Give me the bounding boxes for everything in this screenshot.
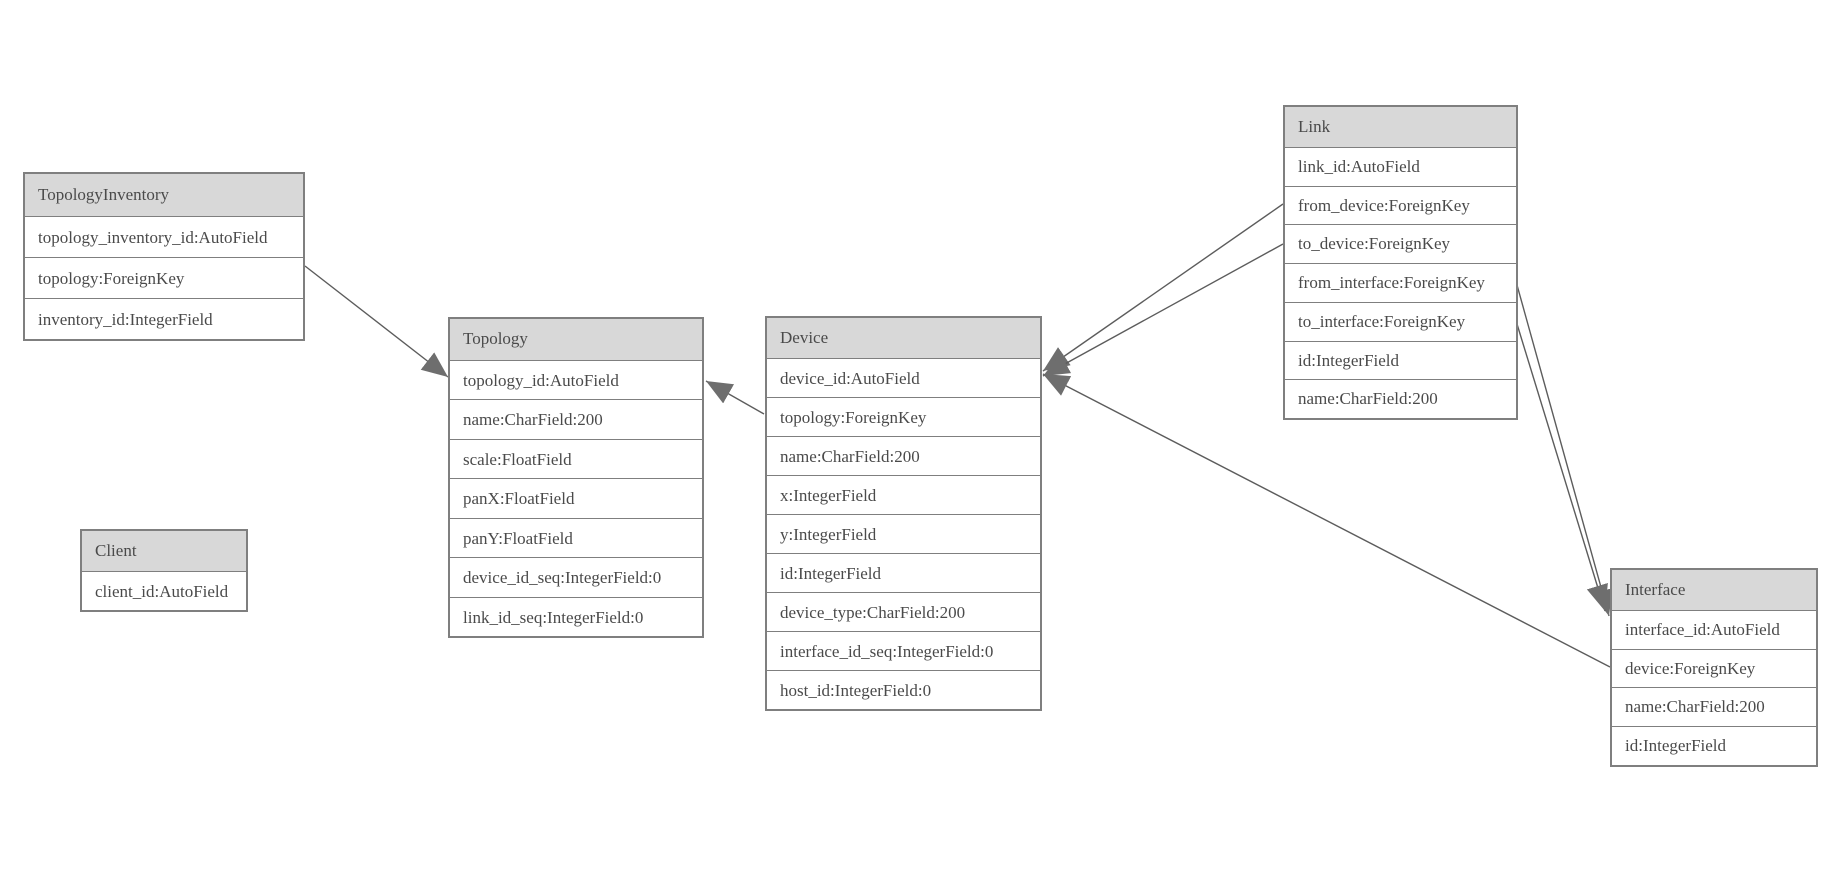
entity-field-row: topology_inventory_id:AutoField [25,216,303,257]
entity-header: TopologyInventory [25,174,303,216]
entity-field-row: name:CharField:200 [1612,687,1816,727]
edge-topologyinventory-topology [304,265,449,378]
entity-field-row: link_id_seq:IntegerField:0 [450,596,702,636]
edge-link-fromdevice-device [1042,203,1284,372]
entity-field-row: to_device:ForeignKey [1285,224,1516,263]
entity-field-row: topology:ForeignKey [25,257,303,298]
edge-interface-device-device [1042,373,1611,668]
edge-link-frominterface-interface [1516,284,1613,617]
entity-header: Device [767,318,1040,358]
entity-header: Topology [450,319,702,360]
entity-field-row: id:IntegerField [1612,726,1816,765]
entity-field-row: topology_id:AutoField [450,359,702,399]
entity-field-row: device:ForeignKey [1612,648,1816,688]
entity-field-row: scale:FloatField [450,438,702,478]
entity-field-row: panX:FloatField [450,478,702,518]
edge-link-tointerface-interface [1516,323,1608,612]
entity-field-row: id:IntegerField [767,553,1040,592]
entity-field-row: host_id:IntegerField:0 [767,670,1040,709]
entity-field-row: name:CharField:200 [1285,379,1516,418]
entity-field-row: device_id:AutoField [767,358,1040,397]
entity-header: Client [82,531,246,571]
edge-device-topology [705,380,765,415]
entity-field-row: name:CharField:200 [450,399,702,439]
entity-field-row: from_device:ForeignKey [1285,185,1516,225]
entity-field-row: interface_id_seq:IntegerField:0 [767,631,1040,670]
entity-field-row: device_id_seq:IntegerField:0 [450,557,702,597]
entity-field-row: link_id:AutoField [1285,146,1516,186]
entity-field-row: device_type:CharField:200 [767,592,1040,631]
entity-field-row: from_interface:ForeignKey [1285,263,1516,302]
entity-field-row: x:IntegerField [767,475,1040,514]
entity-field-row: name:CharField:200 [767,436,1040,475]
entity-header: Link [1285,107,1516,147]
entity-header: Interface [1612,570,1816,610]
entity-field-row: inventory_id:IntegerField [25,298,303,339]
entity-field-row: id:IntegerField [1285,340,1516,380]
entity-field-row: interface_id:AutoField [1612,609,1816,649]
entity-field-row: client_id:AutoField [82,571,246,610]
entity-field-row: panY:FloatField [450,517,702,557]
edge-link-todevice-device [1042,243,1284,377]
entity-field-row: y:IntegerField [767,514,1040,553]
entity-field-row: topology:ForeignKey [767,397,1040,436]
entity-field-row: to_interface:ForeignKey [1285,301,1516,341]
